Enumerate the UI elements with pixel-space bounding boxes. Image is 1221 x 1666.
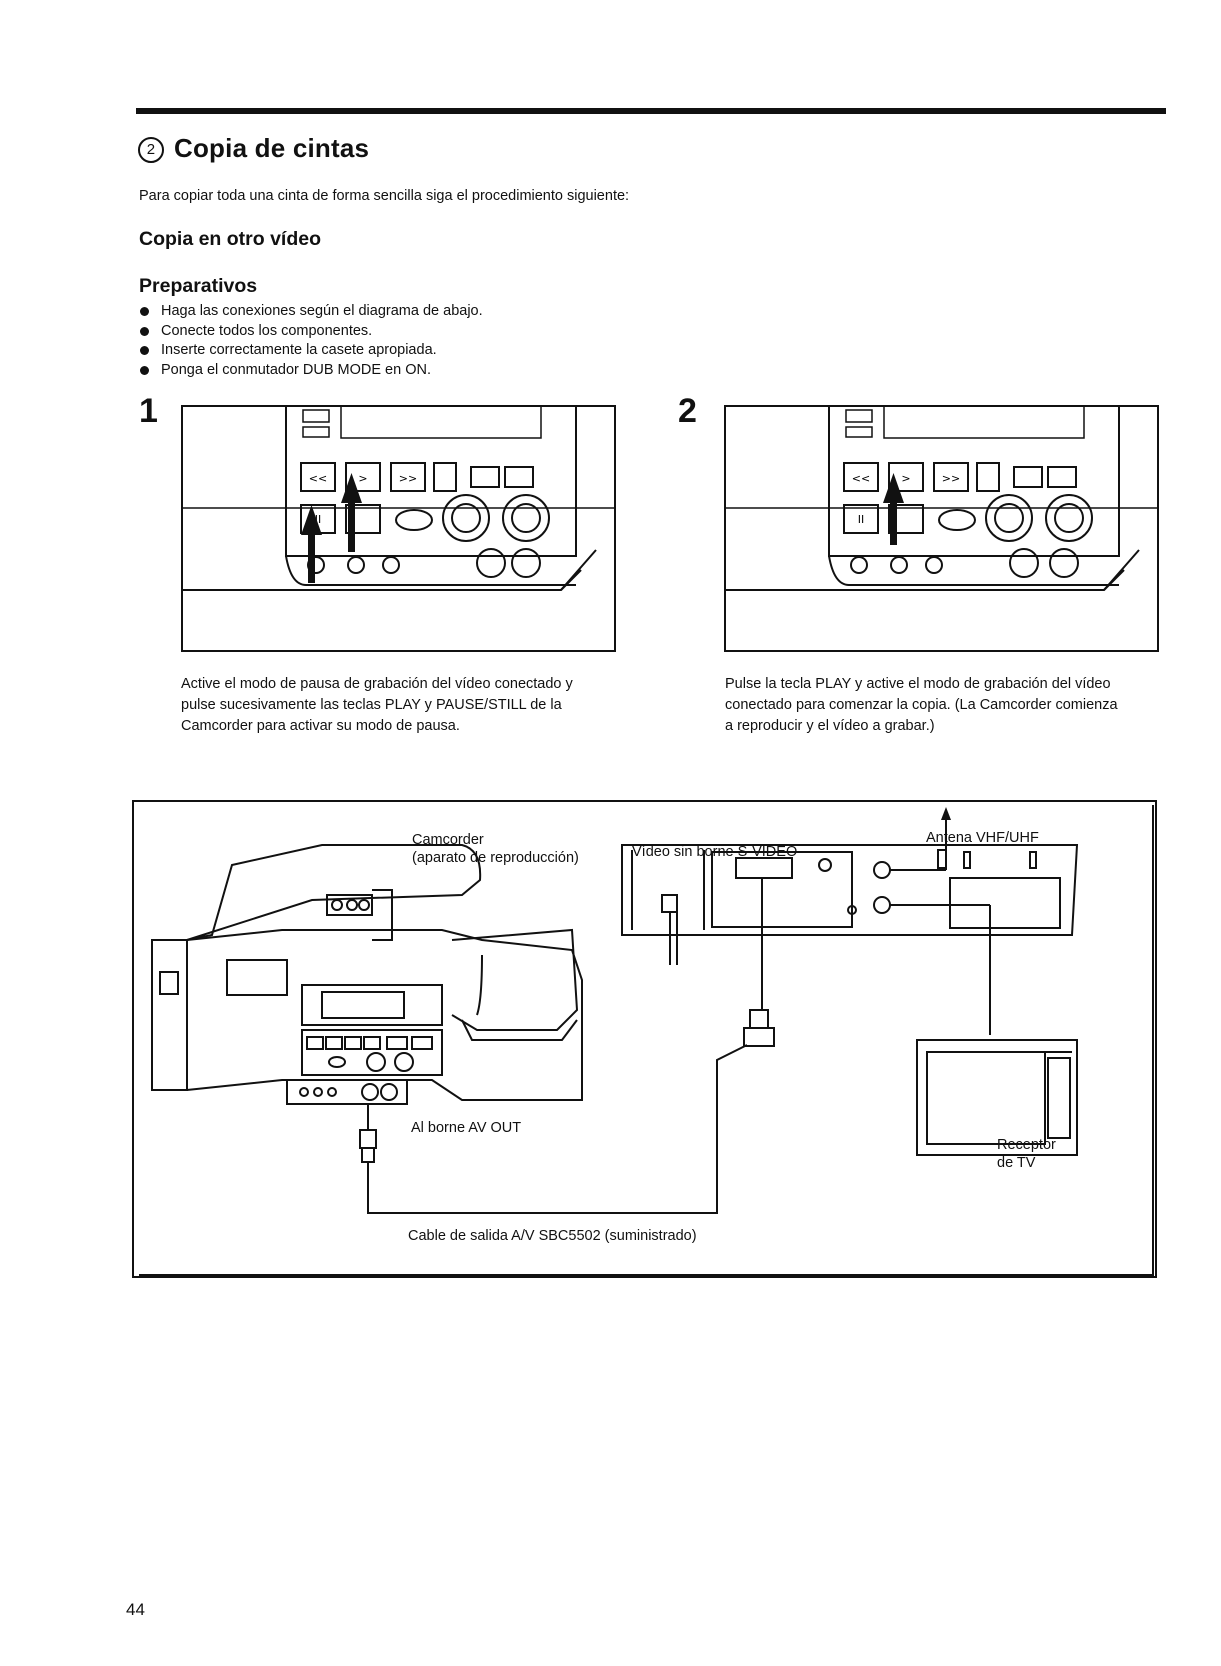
svg-text:<<: << <box>852 472 870 485</box>
list-item: Haga las conexiones según el diagrama de… <box>139 302 483 322</box>
label-line: (aparato de reproducción) <box>412 850 579 866</box>
page-number: 44 <box>126 1600 145 1619</box>
antenna-label: Antena VHF/UHF <box>926 830 1039 846</box>
label-line: de TV <box>997 1155 1036 1171</box>
step-1-caption: Active el modo de pausa de grabación del… <box>181 674 573 737</box>
step-2-panel-illustration: << > >> II <box>724 405 1159 652</box>
preparation-heading: Preparativos <box>139 275 258 297</box>
svg-text:II: II <box>858 513 865 526</box>
caption-line: pulse sucesivamente las teclas PLAY y PA… <box>181 697 562 713</box>
step-1-number: 1 <box>139 392 158 430</box>
caption-line: Pulse la tecla PLAY y active el modo de … <box>725 676 1111 692</box>
list-item: Ponga el conmutador DUB MODE en ON. <box>139 361 483 381</box>
intro-text: Para copiar toda una cinta de forma senc… <box>139 188 630 204</box>
subheading: Copia en otro vídeo <box>139 228 322 250</box>
caption-line: Active el modo de pausa de grabación del… <box>181 676 573 692</box>
section-title: 2 Copia de cintas <box>138 133 369 164</box>
caption-line: a reproducir y el vídeo a grabar.) <box>725 718 935 734</box>
camcorder-drawing <box>151 844 775 1214</box>
list-item: Inserte correctamente la casete apropiad… <box>139 341 483 361</box>
tv-drawing <box>916 1039 1078 1156</box>
svg-text:<<: << <box>309 472 327 485</box>
preparation-list: Haga las conexiones según el diagrama de… <box>139 302 483 380</box>
step-1-panel-illustration: << > >> II <box>181 405 616 652</box>
tv-label: Receptor de TV <box>997 1136 1056 1172</box>
top-rule <box>136 108 1166 114</box>
camcorder-label: Camcorder (aparato de reproducción) <box>412 831 579 867</box>
svg-text:II: II <box>315 513 322 526</box>
step-2-caption: Pulse la tecla PLAY y active el modo de … <box>725 674 1118 737</box>
svg-text:>>: >> <box>399 472 417 485</box>
caption-line: conectado para comenzar la copia. (La Ca… <box>725 697 1118 713</box>
label-line: Camcorder <box>412 832 484 848</box>
antenna-arrow-icon <box>941 807 951 820</box>
label-line: Receptor <box>997 1137 1056 1153</box>
vcr-label: Vídeo sin borne S-VIDEO <box>632 844 798 860</box>
svg-text:>: > <box>901 472 910 485</box>
connection-diagram <box>132 800 1157 1278</box>
caption-line: Camcorder para activar su modo de pausa. <box>181 718 460 734</box>
vcr-drawing <box>621 810 1079 1035</box>
svg-text:>>: >> <box>942 472 960 485</box>
step-2-number: 2 <box>678 392 697 430</box>
section-number-marker: 2 <box>138 137 164 163</box>
av-out-label: Al borne AV OUT <box>411 1120 522 1136</box>
list-item: Conecte todos los componentes. <box>139 322 483 342</box>
page-title: Copia de cintas <box>174 133 370 163</box>
cable-label: Cable de salida A/V SBC5502 (suministrad… <box>408 1228 697 1244</box>
svg-text:>: > <box>358 472 367 485</box>
